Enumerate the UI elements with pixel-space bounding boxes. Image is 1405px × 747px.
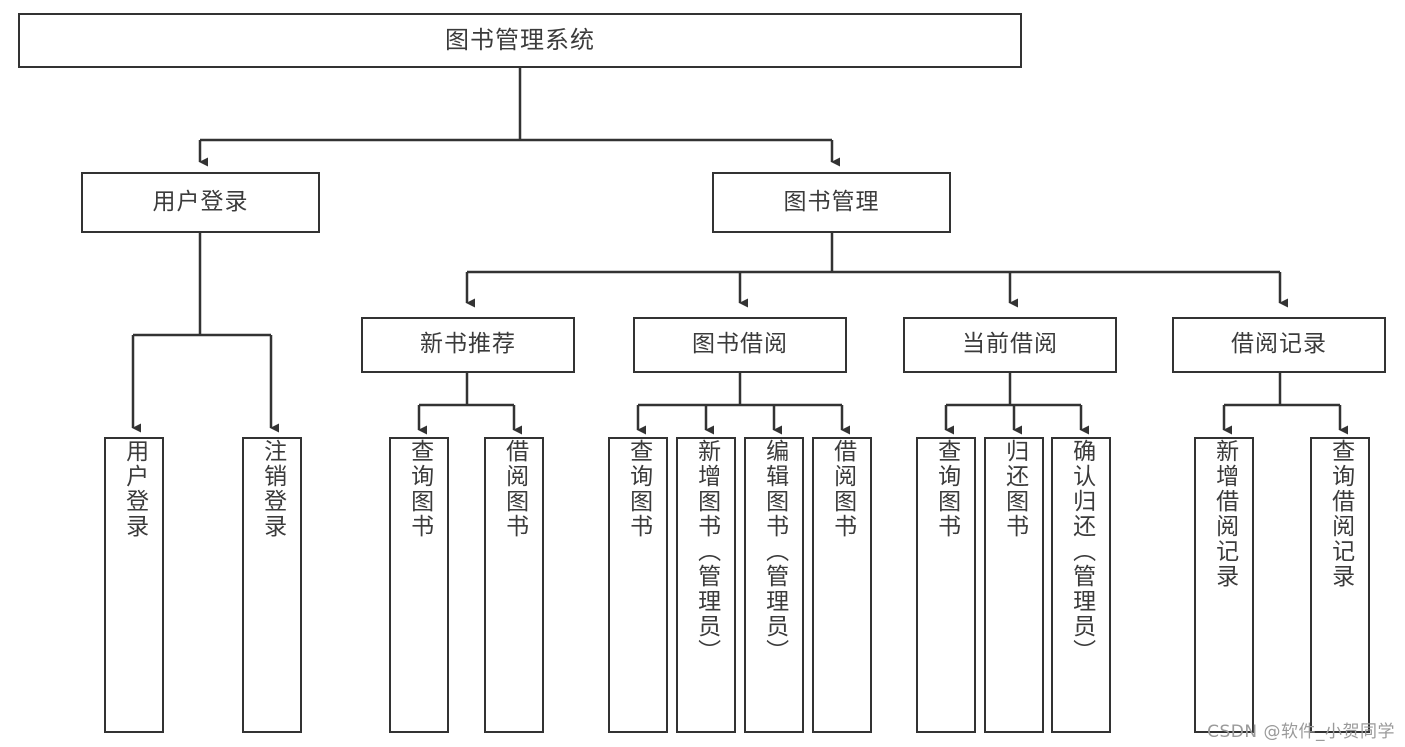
leaf-user-logout[interactable]: 注销登录 <box>242 437 302 733</box>
node-label: 用户登录 <box>152 188 249 215</box>
leaf-user-login[interactable]: 用户登录 <box>104 437 164 733</box>
node-book-management[interactable]: 图书管理 <box>712 172 951 233</box>
node-label: 图书借阅 <box>692 331 788 358</box>
node-label: 归还图书 <box>1001 439 1028 539</box>
leaf-borrow-query-book[interactable]: 查询图书 <box>608 437 668 733</box>
leaf-current-query-book[interactable]: 查询图书 <box>916 437 976 733</box>
leaf-record-add-record[interactable]: 新增借阅记录 <box>1194 437 1254 733</box>
leaf-recommend-query-book[interactable]: 查询图书 <box>389 437 449 733</box>
node-new-book-recommend[interactable]: 新书推荐 <box>361 317 575 373</box>
node-label: 确认归还（管理员） <box>1068 439 1095 664</box>
node-borrow-record[interactable]: 借阅记录 <box>1172 317 1386 373</box>
node-label: 借阅记录 <box>1231 331 1327 358</box>
node-label: 编辑图书（管理员） <box>761 439 788 664</box>
node-root-system[interactable]: 图书管理系统 <box>18 13 1022 68</box>
node-label: 查询图书 <box>933 439 960 539</box>
node-current-borrow[interactable]: 当前借阅 <box>903 317 1117 373</box>
node-label: 当前借阅 <box>962 331 1058 358</box>
node-label: 查询图书 <box>625 439 652 539</box>
node-label: 查询借阅记录 <box>1327 439 1354 589</box>
node-label: 借阅图书 <box>501 439 528 539</box>
node-user-login[interactable]: 用户登录 <box>81 172 320 233</box>
node-label: 新书推荐 <box>420 331 516 358</box>
node-label: 借阅图书 <box>829 439 856 539</box>
leaf-borrow-add-book-admin[interactable]: 新增图书（管理员） <box>676 437 736 733</box>
leaf-borrow-edit-book-admin[interactable]: 编辑图书（管理员） <box>744 437 804 733</box>
leaf-current-confirm-return-admin[interactable]: 确认归还（管理员） <box>1051 437 1111 733</box>
node-label: 图书管理 <box>783 188 880 215</box>
node-label: 新增借阅记录 <box>1211 439 1238 589</box>
node-book-borrow[interactable]: 图书借阅 <box>633 317 847 373</box>
node-label: 图书管理系统 <box>445 26 595 55</box>
leaf-current-return-book[interactable]: 归还图书 <box>984 437 1044 733</box>
leaf-recommend-borrow-book[interactable]: 借阅图书 <box>484 437 544 733</box>
leaf-record-query-record[interactable]: 查询借阅记录 <box>1310 437 1370 733</box>
node-label: 查询图书 <box>406 439 433 539</box>
node-label: 用户登录 <box>121 439 148 539</box>
csdn-watermark: CSDN @软件_小贺同学 <box>1207 722 1395 742</box>
leaf-borrow-borrow-book[interactable]: 借阅图书 <box>812 437 872 733</box>
node-label: 注销登录 <box>259 439 286 539</box>
node-label: 新增图书（管理员） <box>693 439 720 664</box>
